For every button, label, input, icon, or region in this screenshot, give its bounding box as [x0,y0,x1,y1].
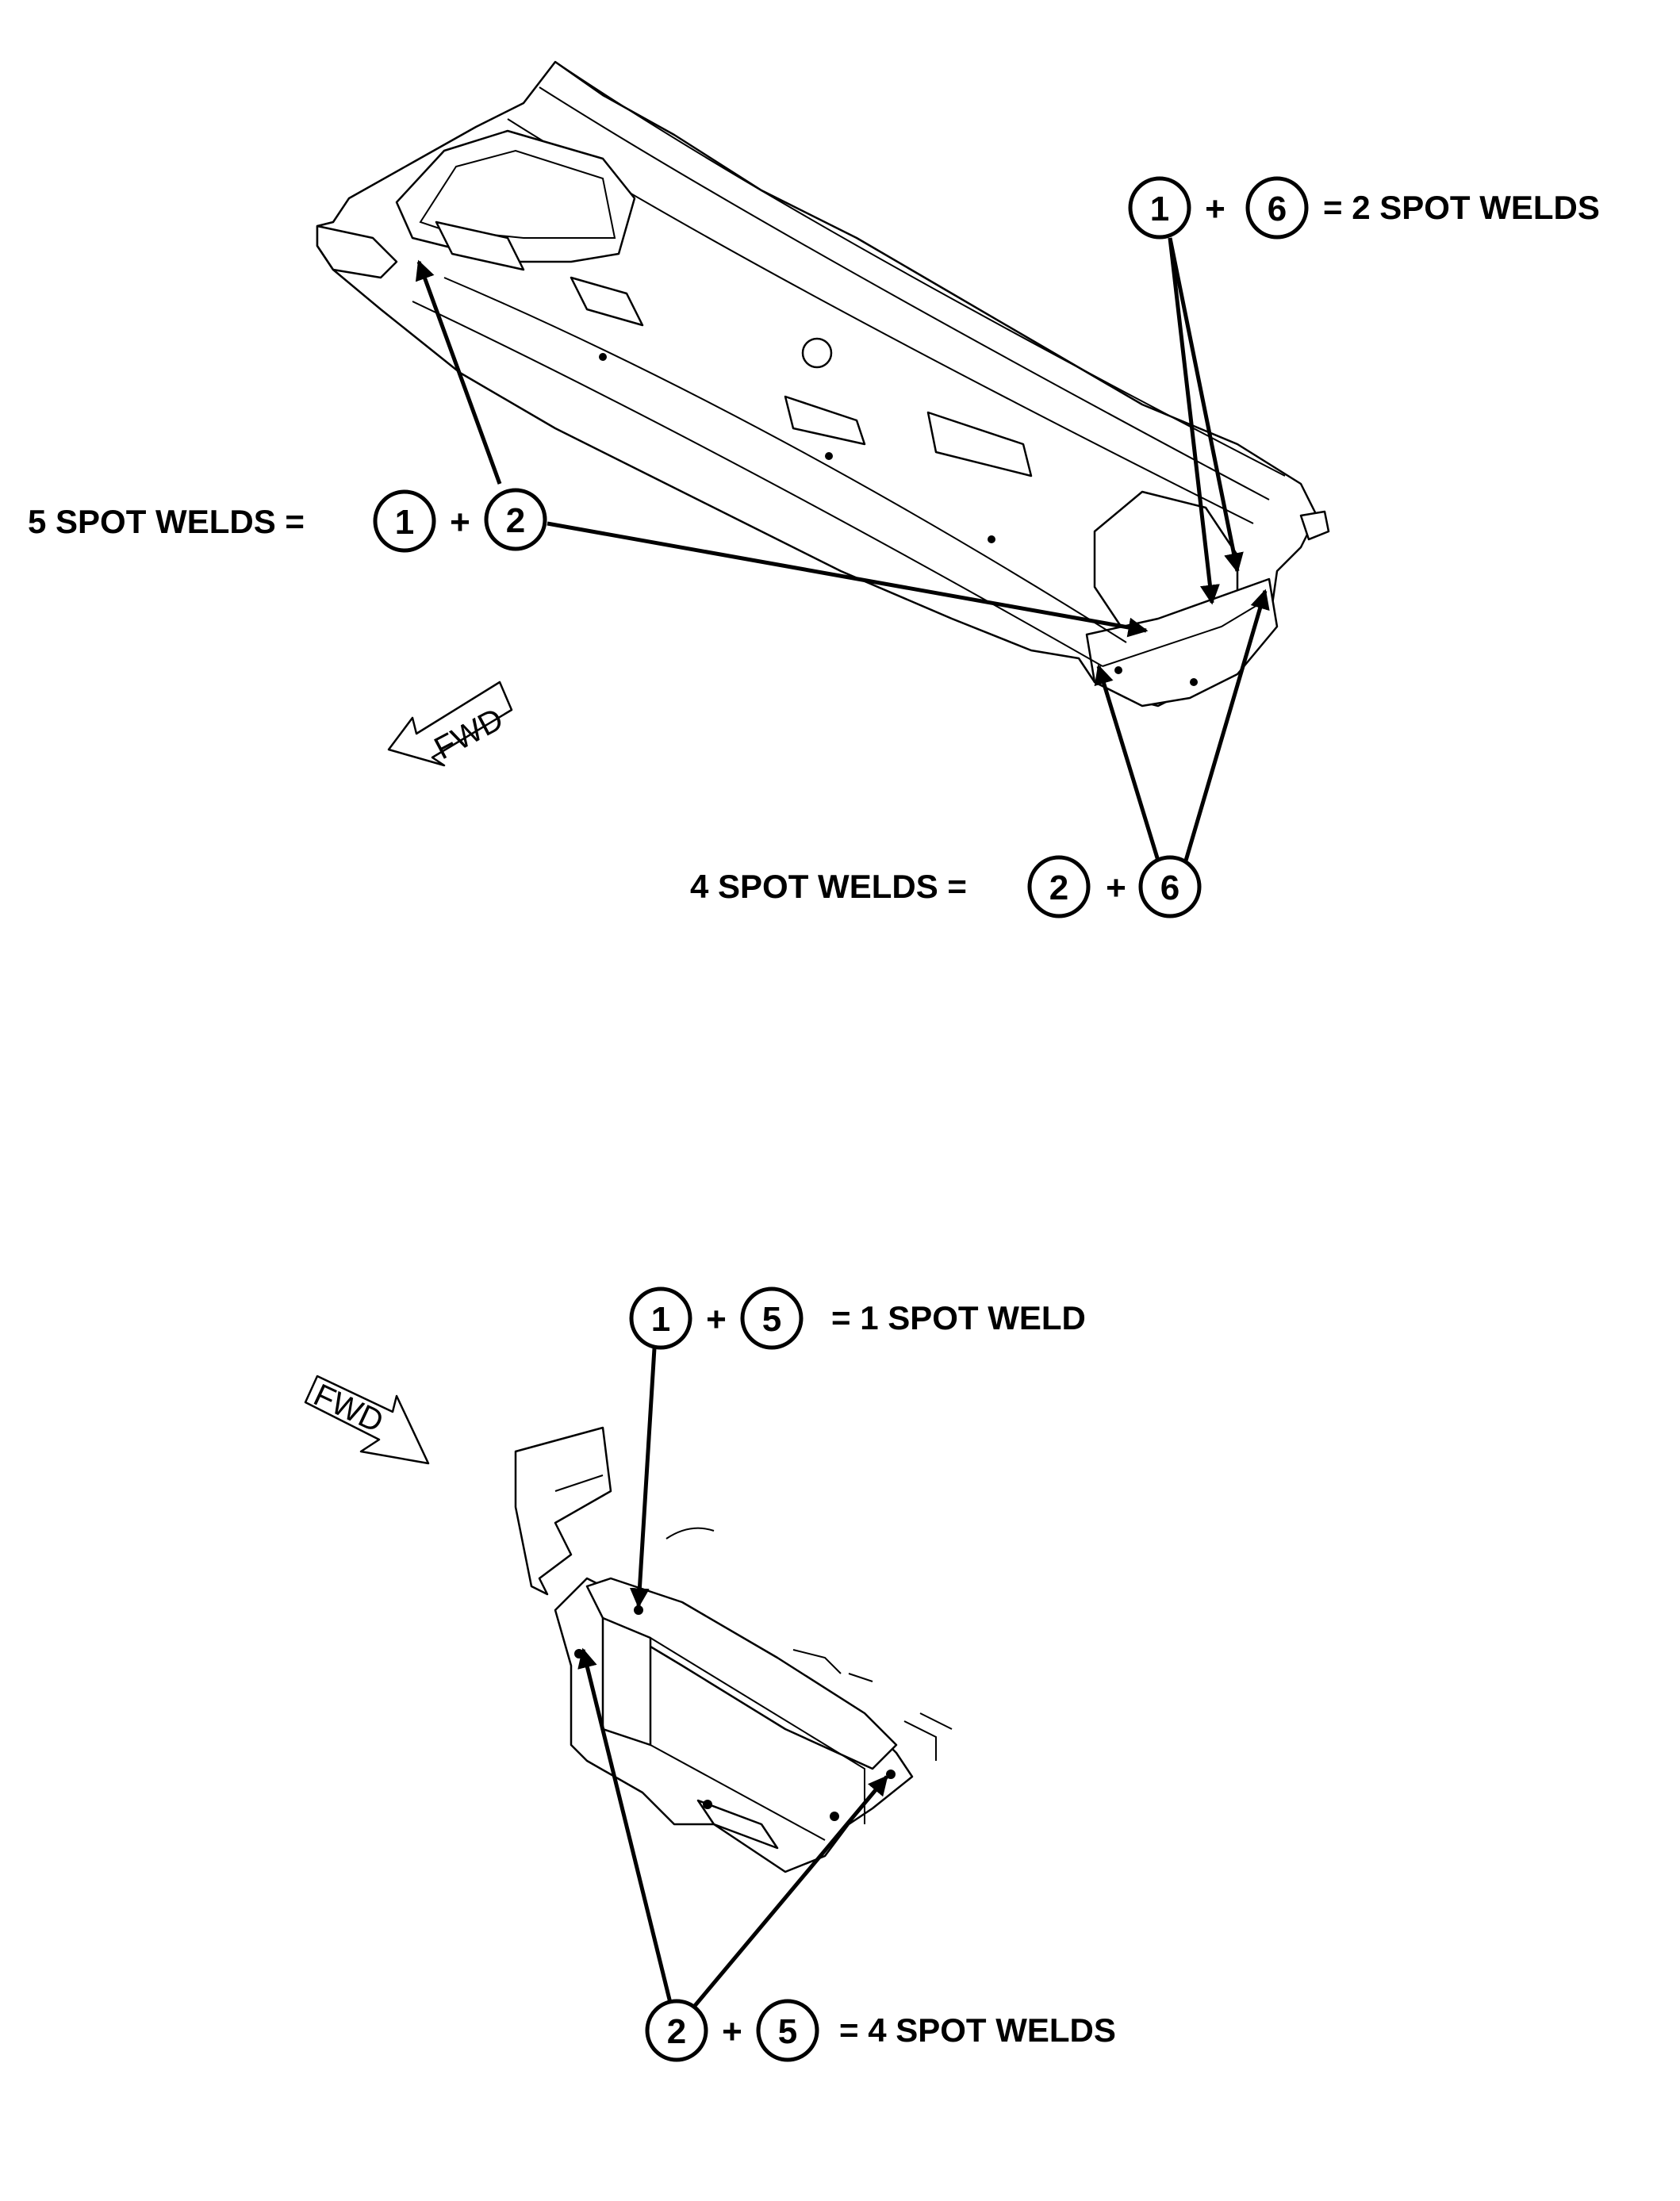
svg-text:1: 1 [1150,190,1169,228]
svg-text:5: 5 [778,2012,797,2051]
callout-2-6-four-welds: 4 SPOT WELDS = 2 + 6 [690,855,1202,918]
svg-text:2: 2 [1049,869,1068,907]
leaders-top [415,237,1270,861]
svg-text:2: 2 [506,501,525,540]
cowl-panel-illustration [316,60,1330,707]
svg-text:= 2 SPOT WELDS: = 2 SPOT WELDS [1323,189,1600,226]
fwd-arrow-bottom: FWD [304,1375,430,1465]
svg-text:+: + [722,2012,742,2051]
svg-text:5: 5 [762,1300,781,1339]
svg-text:= 1 SPOT WELD: = 1 SPOT WELD [831,1299,1086,1336]
fwd-label-bottom: FWD [309,1378,389,1440]
svg-text:+: + [450,503,470,542]
svg-text:+: + [1205,190,1225,228]
svg-text:+: + [706,1300,727,1339]
bracket-illustration [514,1426,953,1873]
callout-1-6-two-welds: 1 + 6 = 2 SPOT WELDS [1128,176,1600,240]
callout-circle-5 [740,1286,804,1350]
svg-text:+: + [1106,869,1126,907]
svg-text:= 4 SPOT WELDS: = 4 SPOT WELDS [839,2011,1116,2049]
svg-text:5 SPOT WELDS =: 5 SPOT WELDS = [28,503,305,540]
callout-circle-5 [756,1999,819,2062]
callout-circle-1 [373,489,436,553]
callout-1-5-one-weld: 1 + 5 = 1 SPOT WELD [629,1286,1086,1350]
svg-text:6: 6 [1160,869,1179,907]
callout-1-2-five-welds: 5 SPOT WELDS = 1 + 2 [28,488,547,553]
callout-circle-2 [484,488,547,551]
callout-circle-2 [645,1999,708,2062]
callout-circle-2 [1027,855,1091,918]
callout-2-5-four-welds: 2 + 5 = 4 SPOT WELDS [645,1999,1116,2062]
callout-circle-6 [1245,176,1309,240]
svg-text:4 SPOT WELDS =: 4 SPOT WELDS = [690,868,967,905]
callout-circle-1 [1128,176,1191,240]
leaders-bottom [577,1348,888,2008]
fwd-arrow-top: FWD [387,681,513,767]
svg-text:1: 1 [651,1300,670,1339]
svg-text:6: 6 [1268,190,1287,228]
callout-circle-1 [629,1286,692,1350]
svg-text:2: 2 [667,2012,686,2051]
svg-text:1: 1 [395,503,414,542]
callout-circle-6 [1138,855,1202,918]
